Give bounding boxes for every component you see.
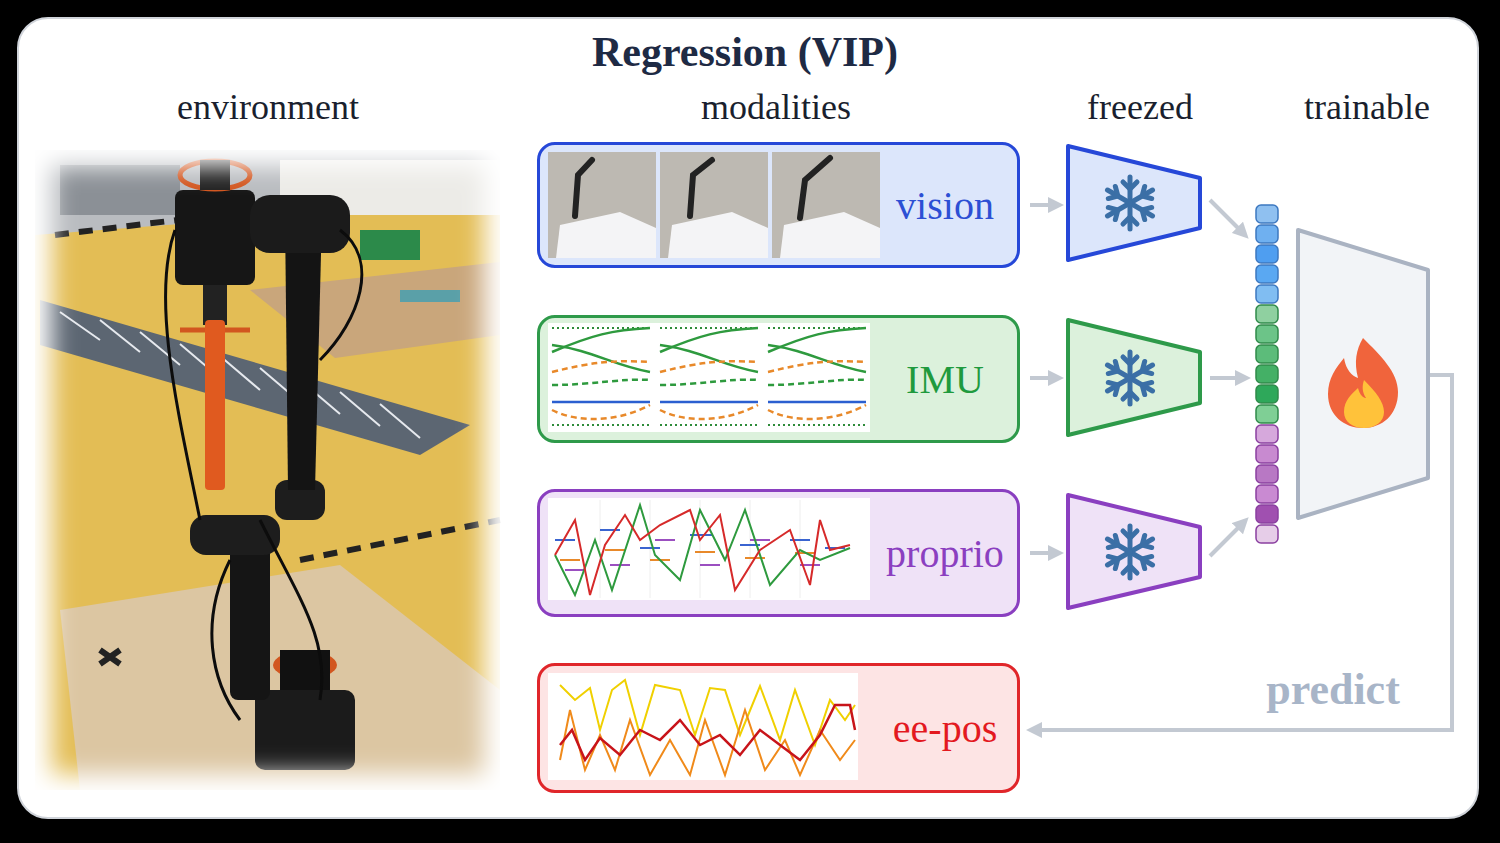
robot-photo [35, 150, 500, 790]
input-arrow [1030, 200, 1243, 556]
embedding-vector [1256, 505, 1278, 523]
modality-box: ee-pos [537, 663, 1020, 793]
frozen-encoder [1068, 146, 1200, 260]
proprio-plot [548, 498, 870, 600]
ee-pos-plot [560, 705, 855, 760]
camera-frames [556, 212, 656, 258]
robot-photo [200, 160, 230, 190]
camera-frames [575, 160, 592, 216]
camera-frames [780, 212, 880, 258]
predict-arrow [1034, 375, 1452, 730]
robot-photo [175, 190, 255, 285]
robot-photo [203, 285, 227, 325]
imu-plot [552, 328, 650, 425]
embedding-vector [1256, 365, 1278, 383]
input-arrow [1210, 523, 1243, 556]
robot-photo [360, 230, 420, 260]
proprio-plot [548, 498, 870, 600]
modality-label: proprio [870, 492, 1020, 614]
snowflake-icon [1104, 177, 1156, 229]
proprio-plot [555, 510, 850, 595]
snowflake-icon [1104, 177, 1156, 578]
embedding-vector [1256, 425, 1278, 443]
frozen-encoder [1068, 146, 1200, 608]
snowflake-icon [1104, 526, 1156, 578]
embedding-vector [1256, 485, 1278, 503]
column-heading: trainable [1304, 88, 1430, 128]
embedding-vector [1256, 265, 1278, 283]
embedding-vector [1256, 345, 1278, 363]
camera-frames [548, 152, 656, 258]
input-arrow [1030, 551, 1056, 555]
imu-plot [548, 323, 870, 432]
proprio-plot [560, 550, 815, 560]
modality-label: ee-pos [870, 666, 1020, 790]
modality-box: IMU [537, 315, 1020, 443]
embedding-vector [1256, 445, 1278, 463]
ee-pos-plot [548, 673, 858, 780]
frozen-encoder [1068, 320, 1200, 435]
robot-photo [255, 690, 355, 770]
robot-photo [250, 195, 350, 253]
modality-box: proprio [537, 489, 1020, 617]
imu-plot [660, 328, 758, 425]
camera-frames [660, 152, 768, 258]
ee-pos-plot [548, 673, 858, 780]
embedding-vector [1256, 405, 1278, 423]
robot-photo [400, 290, 460, 302]
embedding-vector [1256, 225, 1278, 243]
camera-frames [668, 212, 768, 258]
input-arrow [1210, 376, 1243, 380]
camera-frames [772, 152, 880, 258]
trainable-head [1298, 230, 1428, 518]
camera-frames [548, 152, 880, 258]
proprio-plot [555, 530, 845, 548]
ee-pos-plot [560, 710, 855, 775]
embedding-vector [1256, 385, 1278, 403]
robot-photo [60, 565, 500, 790]
frozen-encoder [1068, 495, 1200, 608]
embedding-vector [1256, 245, 1278, 263]
column-heading: environment [177, 88, 359, 128]
embedding-vector [1256, 285, 1278, 303]
proprio-plot [600, 500, 800, 598]
imu-plot [768, 328, 866, 425]
embedding-vector [1256, 205, 1278, 223]
imu-plot [548, 323, 870, 432]
input-arrow [1210, 200, 1243, 233]
trainable-head [1298, 230, 1428, 518]
flame-icon [1328, 338, 1398, 428]
proprio-plot [565, 540, 820, 570]
robot-photo [60, 165, 180, 215]
robot-photo [35, 150, 500, 790]
snowflake-icon [1104, 352, 1156, 404]
embedding-vector [1256, 325, 1278, 343]
robot-photo [300, 520, 500, 560]
robot-photo [100, 650, 120, 664]
camera-frames [690, 160, 712, 216]
embedding-vector [1256, 525, 1278, 543]
flame-icon [1344, 380, 1384, 428]
robot-photo [165, 230, 361, 720]
robot-photo [285, 215, 322, 490]
column-heading: freezed [1087, 88, 1193, 128]
input-arrow [1030, 203, 1056, 207]
modality-label: vision [870, 145, 1020, 265]
robot-photo [180, 161, 250, 189]
robot-photo [205, 320, 225, 490]
figure-title: Regression (VIP) [0, 28, 1490, 76]
embedding-vector [1256, 465, 1278, 483]
ee-pos-plot [560, 680, 855, 745]
proprio-plot [555, 505, 850, 595]
embedding-vector [1256, 305, 1278, 323]
camera-frames [800, 158, 830, 218]
column-heading: modalities [701, 88, 851, 128]
embedding-vector [1256, 205, 1278, 543]
modality-label: IMU [870, 318, 1020, 440]
arrow-label: predict [1266, 666, 1400, 714]
panel-background [18, 18, 1478, 818]
input-arrow [1030, 376, 1056, 380]
modality-box: vision [537, 142, 1020, 268]
